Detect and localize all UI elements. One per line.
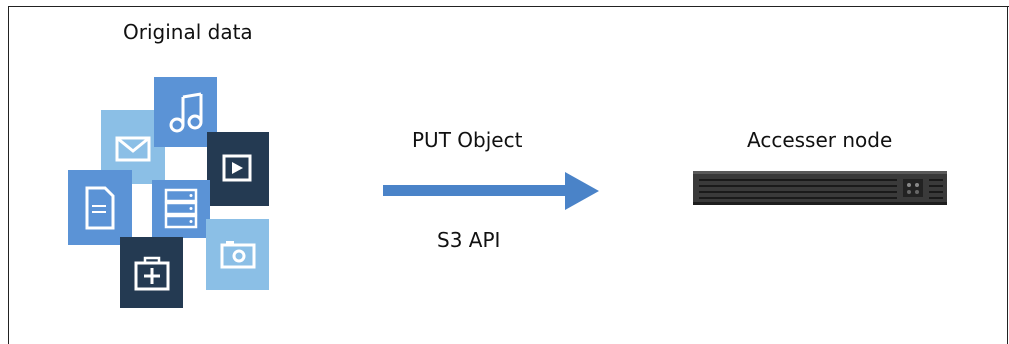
rack-server-icon	[693, 171, 947, 205]
music-icon	[154, 77, 217, 147]
frame-border-left	[8, 6, 9, 344]
document-tile	[68, 170, 132, 245]
first-aid-tile	[120, 237, 183, 308]
arrow-label-top: PUT Object	[412, 128, 523, 152]
music-tile	[154, 77, 217, 147]
document-icon	[68, 170, 132, 245]
frame-border-right	[1007, 6, 1008, 344]
camera-icon	[206, 219, 269, 290]
arrow-label-bottom: S3 API	[437, 228, 501, 252]
put-arrow	[383, 170, 599, 212]
frame-border-top	[8, 6, 1009, 7]
arrow-right-icon	[383, 172, 599, 210]
server-icon	[152, 180, 210, 238]
video-tile	[207, 132, 269, 206]
target-title: Accesser node	[747, 128, 893, 152]
source-title: Original data	[123, 20, 253, 44]
first-aid-icon	[120, 237, 183, 308]
video-icon	[207, 132, 269, 206]
camera-tile	[206, 219, 269, 290]
accesser-node-server	[693, 171, 947, 205]
server-tile	[152, 180, 210, 238]
